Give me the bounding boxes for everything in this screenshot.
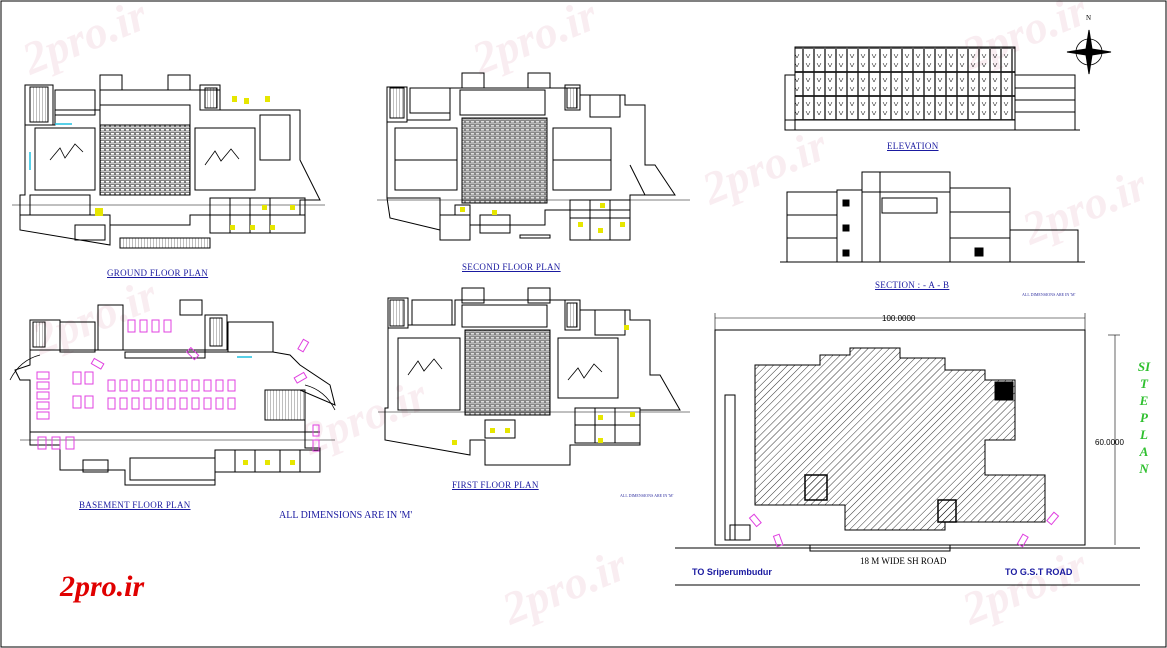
basement-floor-plan xyxy=(9,299,336,486)
section-title: SECTION : - A - B xyxy=(875,280,950,290)
elevation-title: ELEVATION xyxy=(887,141,939,151)
second-floor-furniture xyxy=(460,203,625,233)
brand-logo[interactable]: 2pro.ir xyxy=(60,570,145,603)
elevation-drawing xyxy=(784,46,1080,131)
ground-floor-furniture xyxy=(95,96,295,230)
compass-north-label: N xyxy=(1086,14,1092,22)
dimensions-note: ALL DIMENSIONS ARE IN 'M' xyxy=(279,510,413,521)
ground-floor-plan-title: GROUND FLOOR PLAN xyxy=(107,268,209,278)
north-compass xyxy=(1066,29,1112,75)
first-floor-plan xyxy=(378,287,690,466)
road-name: 18 M WIDE SH ROAD xyxy=(860,556,947,566)
first-floor-plan-title: FIRST FLOOR PLAN xyxy=(452,480,539,490)
ground-floor-plan xyxy=(12,74,325,249)
section-drawing xyxy=(780,171,1085,263)
dimensions-note-small: ALL DIMENSIONS ARE IN 'M' xyxy=(620,493,674,498)
site-plan-drawing xyxy=(675,313,1140,586)
basement-floor-plan-title: BASEMENT FLOOR PLAN xyxy=(79,500,191,510)
site-width-dimension: 100.0000 xyxy=(882,314,916,323)
road-direction-left: TO Sriperumbudur xyxy=(692,567,772,577)
site-plan-title: SITE PLAN xyxy=(1137,359,1151,476)
road-direction-right: TO G.S.T ROAD xyxy=(1005,567,1073,577)
basement-cars xyxy=(36,319,320,452)
second-floor-plan-title: SECOND FLOOR PLAN xyxy=(462,262,561,272)
site-depth-dimension: 60.0000 xyxy=(1095,438,1124,447)
second-floor-plan xyxy=(377,72,690,241)
dimensions-note-small: ALL DIMENSIONS ARE IN 'M' xyxy=(1022,292,1076,297)
